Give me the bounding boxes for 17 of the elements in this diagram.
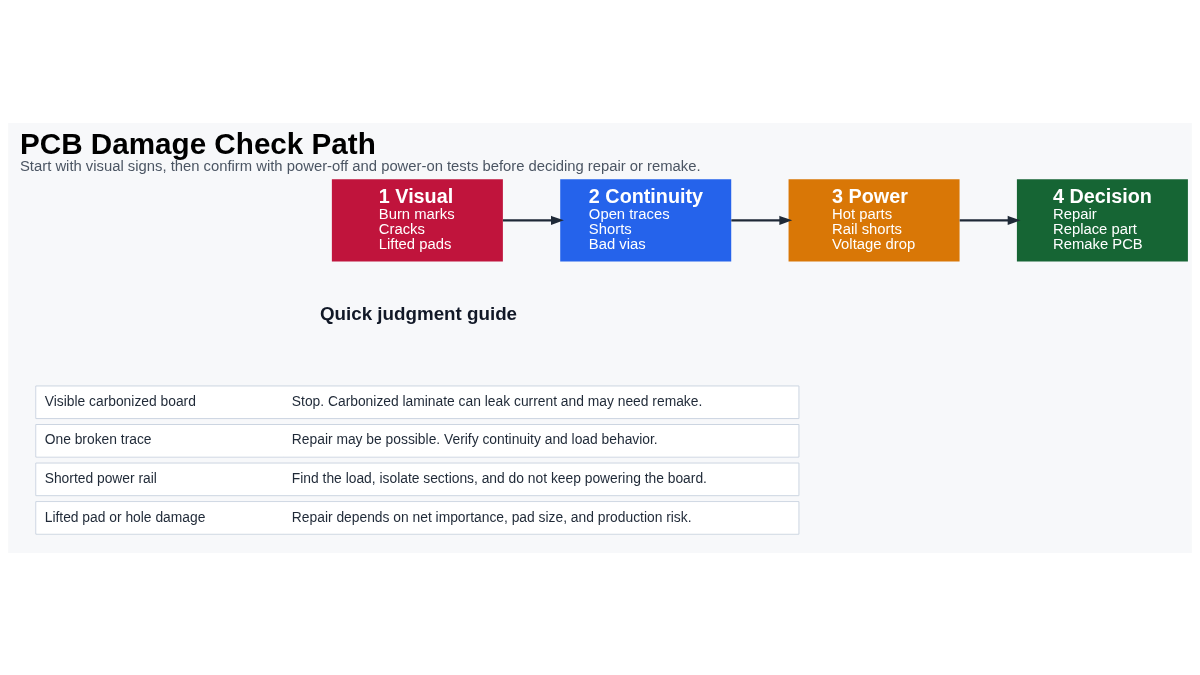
node-box: 3 Power Hot parts Rail shorts Voltage drop: [788, 178, 960, 261]
label: One broken trace: [44, 430, 152, 447]
arrow: [503, 215, 564, 225]
label: Shorted power rail: [44, 469, 157, 486]
label: Stop. Carbonized laminate can leak current and may need remake.: [291, 392, 703, 409]
arrow: [731, 215, 793, 225]
label: Repair depends on net importance, pad size, and production risk.: [291, 508, 692, 525]
label: Quick judgment guide: [320, 302, 518, 324]
diagram-title: PCB Damage Check Path: [19, 126, 376, 160]
node-box: 4 Decision Repair Replace part Remake PCB: [1016, 178, 1188, 261]
label: Find the load, isolate sections, and do not keep powering the board.: [291, 469, 707, 486]
arrow: [959, 215, 1021, 225]
node-box: 2 Continuity Open traces Shorts Bad vias: [560, 178, 732, 261]
label: Visible carbonized board: [44, 392, 196, 409]
label: Lifted pad or hole damage: [44, 508, 206, 525]
node-box: 1 Visual Burn marks Cracks Lifted pads: [331, 178, 503, 261]
label: Repair may be possible. Verify continuity and load behavior.: [291, 430, 658, 447]
